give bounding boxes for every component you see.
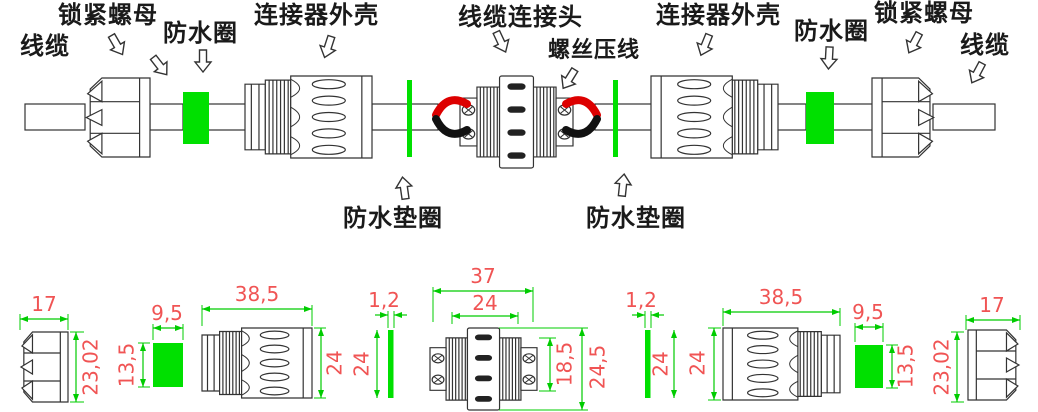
exploded-assembly-view	[24, 27, 996, 201]
dim-text: 18,5	[553, 342, 577, 387]
label-screw-wire-clamp: 螺丝压线	[548, 37, 641, 62]
dim-text: 38,5	[235, 282, 280, 306]
dim-text: 24	[686, 350, 710, 375]
dim-text: 9,5	[852, 300, 884, 324]
label-waterproof-ring-left: 防水圈	[163, 20, 238, 47]
dim-text: 1,2	[368, 288, 400, 312]
label-connector-shell-right: 连接器外壳	[656, 2, 781, 29]
waterproof-gasket-drawing-right	[613, 80, 618, 157]
dim-ring-left: 9,5 13,5	[115, 301, 184, 388]
dim-text: 38,5	[759, 285, 804, 309]
label-connector-shell-left: 连接器外壳	[254, 2, 379, 29]
callout-arrow-icon	[964, 58, 990, 88]
waterproof-ring-dim-drawing-left	[153, 343, 183, 387]
dim-text: 24	[350, 351, 374, 376]
connector-shell-drawing-right	[650, 75, 779, 159]
lock-nut-drawing-left	[85, 77, 151, 158]
label-lock-nut-left: 锁紧螺母	[58, 2, 158, 29]
dim-text: 37	[470, 264, 495, 288]
dim-text: 13,5	[115, 343, 139, 388]
label-lock-nut-right: 锁紧螺母	[874, 0, 974, 27]
cable-drawing	[24, 103, 996, 131]
waterproof-gasket-dim-drawing-left	[388, 330, 394, 398]
label-waterproof-ring-right: 防水圈	[794, 18, 869, 45]
dim-text: 23,02	[930, 338, 954, 395]
callout-arrow-icon	[194, 49, 212, 73]
lock-nut-dim-drawing-left	[20, 331, 69, 403]
callout-arrow-icon	[316, 33, 340, 61]
dimensioned-drawings: 17 23,02 9,5 13,5 38,5 24	[19, 264, 1021, 411]
callout-arrow-icon	[103, 30, 131, 60]
dim-lock-nut-left: 17 23,02	[19, 292, 103, 403]
label-cable-left: 线缆	[20, 33, 70, 60]
dim-text: 17	[979, 293, 1004, 317]
dim-text: 9,5	[151, 301, 183, 325]
dim-ring-right: 9,5 13,5	[852, 300, 918, 389]
waterproof-ring-dim-drawing-right	[855, 345, 883, 388]
dim-shell-left: 38,5 24	[201, 282, 347, 399]
dim-gasket-right: 1,2 24	[625, 288, 677, 398]
dim-lock-nut-right: 17 23,02	[930, 293, 1021, 403]
waterproof-gasket-dim-drawing-right	[645, 330, 651, 398]
connector-shell-drawing-left	[244, 75, 373, 159]
lock-nut-dim-drawing-right	[967, 329, 1020, 401]
cable-connector-head-dim-drawing	[429, 327, 538, 411]
label-waterproof-gasket-right: 防水垫圈	[586, 205, 686, 232]
dim-text: 24	[649, 351, 673, 376]
callout-arrow-icon	[901, 28, 927, 58]
lock-nut-drawing-right	[871, 77, 935, 158]
connector-shell-dim-drawing-right	[722, 327, 841, 401]
waterproof-ring-drawing-left	[183, 92, 209, 144]
callout-arrow-icon	[555, 64, 583, 94]
label-waterproof-gasket-left: 防水垫圈	[343, 205, 443, 232]
callout-arrow-icon	[488, 27, 514, 57]
dim-connector-center: 37 24 18,5 24,5	[432, 264, 610, 411]
cable-connector-head-drawing	[459, 75, 574, 169]
dim-text: 24	[323, 350, 347, 375]
waterproof-gasket-drawing-left	[407, 80, 412, 157]
dim-shell-right: 38,5 24	[686, 285, 841, 401]
dim-text: 24	[472, 291, 497, 315]
waterproof-ring-drawing-right	[806, 92, 834, 144]
connector-shell-dim-drawing-left	[201, 327, 313, 399]
callout-arrow-icon	[393, 175, 415, 201]
dim-text: 17	[31, 292, 56, 316]
wires-drawing	[432, 96, 601, 138]
dim-text: 1,2	[625, 288, 657, 312]
callout-arrow-icon	[613, 172, 633, 198]
callout-arrow-icon	[692, 31, 718, 59]
label-cable-right: 线缆	[960, 32, 1010, 59]
dim-text: 24,5	[586, 345, 610, 390]
dim-text: 23,02	[79, 338, 103, 395]
callout-arrow-icon	[146, 51, 174, 81]
dim-gasket-left: 1,2 24	[350, 288, 407, 398]
dim-text: 13,5	[894, 344, 918, 389]
callout-arrow-icon	[819, 45, 839, 71]
label-cable-connector-head: 线缆连接头	[458, 4, 583, 31]
